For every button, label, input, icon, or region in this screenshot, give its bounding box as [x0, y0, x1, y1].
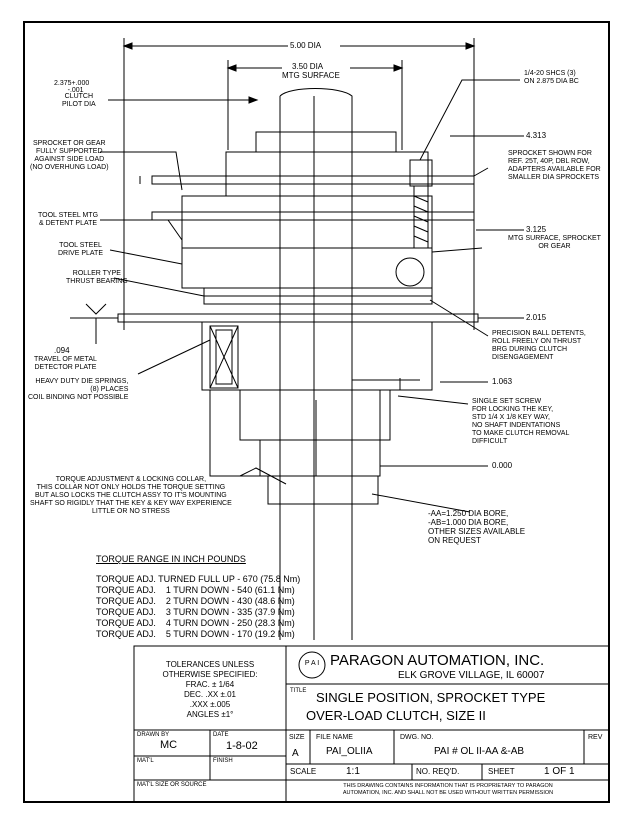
torque-row: TORQUE ADJ. 1 TURN DOWN - 540 (61.1 Nm) — [96, 585, 295, 595]
callout-shcs: 1/4-20 SHCS (3) ON 2.875 DIA BC — [524, 70, 579, 85]
drawn-by-label: DRAWN BY — [137, 732, 170, 738]
sheet-value: 1 OF 1 — [544, 766, 575, 777]
callout-torque-collar: TORQUE ADJUSTMENT & LOCKING COLLAR, THIS… — [30, 476, 232, 515]
rev-label: REV — [588, 734, 603, 741]
top-plate — [225, 151, 429, 197]
dim-4313: 4.313 — [526, 131, 547, 140]
shcs-screw — [409, 159, 433, 248]
date: 1-8-02 — [226, 740, 258, 752]
dimension-350-dia — [226, 60, 404, 150]
dim-0000: 0.000 — [492, 461, 513, 470]
callout-tool-steel-mtg: TOOL STEEL MTG & DETENT PLATE — [38, 212, 99, 227]
dim-2015: 2.015 — [526, 313, 547, 322]
sprocket-upper — [151, 175, 475, 185]
leaders — [85, 79, 520, 513]
callout-mtg-surface-sprocket: MTG SURFACE, SPROCKET OR GEAR — [508, 235, 601, 250]
spring-1 — [209, 325, 239, 389]
callout-ball-detents: PRECISION BALL DETENTS, ROLL FREELY ON T… — [492, 330, 586, 361]
ball-detent — [395, 257, 425, 287]
collar — [209, 389, 381, 477]
shaft-end — [267, 475, 379, 505]
torque-row: TORQUE ADJ. 4 TURN DOWN - 250 (28.3 Nm) — [96, 618, 295, 628]
callout-sprocket-gear: SPROCKET OR GEAR FULLY SUPPORTED AGAINST… — [30, 140, 109, 171]
torque-row: TORQUE ADJ. 5 TURN DOWN - 170 (19.2 Nm) — [96, 629, 295, 639]
callout-set-screw: SINGLE SET SCREW FOR LOCKING THE KEY, ST… — [472, 398, 570, 445]
torque-row: TORQUE ADJ. 3 TURN DOWN - 335 (37.9 Nm) — [96, 607, 295, 617]
date-label: DATE — [213, 732, 229, 738]
tolerances-block: TOLERANCES UNLESS OTHERWISE SPECIFIED: F… — [162, 660, 258, 719]
sprocket-lower — [151, 211, 475, 221]
torque-row: TORQUE ADJ. 2 TURN DOWN - 430 (48.6 Nm) — [96, 596, 295, 606]
matl-label: MAT'L — [137, 758, 154, 764]
sheet-label: SHEET — [488, 767, 515, 776]
size-value: A — [292, 748, 299, 759]
callout-roller-bearing: ROLLER TYPE THRUST BEARING — [66, 270, 128, 285]
title-block-lines — [133, 645, 610, 803]
scale-value: 1:1 — [346, 766, 360, 777]
callout-tool-steel-drive: TOOL STEEL DRIVE PLATE — [58, 242, 103, 257]
drawing-title-1: SINGLE POSITION, SPROCKET TYPE — [316, 690, 546, 705]
dim-1063: 1.063 — [492, 377, 513, 386]
dim-travel-value: .094 — [54, 346, 70, 355]
shaft — [279, 88, 353, 640]
logo-circle — [298, 651, 326, 679]
file-name-label: FILE NAME — [316, 734, 353, 741]
dim-travel-label: TRAVEL OF METAL DETECTOR PLATE — [34, 356, 97, 371]
dim-clutch-pilot-value: 2.375+.000 -.001 — [54, 80, 90, 94]
dim-5-dia: 5.00 DIA — [290, 41, 322, 50]
finish-label: FINISH — [213, 758, 233, 764]
title-label: TITLE — [290, 688, 307, 694]
matl-size-label: MAT'L SIZE OR SOURCE — [137, 782, 207, 788]
company-name: PARAGON AUTOMATION, INC. — [330, 652, 545, 669]
dim-mtg-surface: MTG SURFACE — [282, 71, 340, 80]
detent-plate — [181, 195, 433, 249]
dimension-5-dia — [122, 38, 476, 330]
proprietary-notice: THIS DRAWING CONTAINS INFORMATION THAT I… — [342, 783, 554, 796]
torque-title: TORQUE RANGE IN INCH POUNDS — [96, 554, 246, 564]
size-label: SIZE — [289, 734, 305, 741]
detector-plate — [117, 313, 479, 323]
lower-body — [239, 389, 391, 441]
dwg-no-label: DWG. NO. — [400, 734, 434, 741]
dim-3125: 3.125 — [526, 225, 547, 234]
logo-letters: P A I — [304, 660, 320, 667]
dim-350-dia: 3.50 DIA — [292, 62, 324, 71]
torque-row: TORQUE ADJ. TURNED FULL UP - 670 (75.8 N… — [96, 574, 301, 584]
dim-clutch-pilot-label: CLUTCH PILOT DIA — [62, 93, 96, 108]
scale-label: SCALE — [290, 767, 317, 776]
drive-plate — [181, 247, 433, 289]
callout-bore: -AA=1.250 DIA BORE, -AB=1.000 DIA BORE, … — [428, 509, 526, 545]
company-address: ELK GROVE VILLAGE, IL 60007 — [398, 670, 545, 681]
no-reqd-label: NO. REQ'D. — [416, 767, 460, 776]
pilot-plate — [255, 131, 397, 153]
file-name: PAI_OLIIA — [326, 746, 373, 757]
dwg-no: PAI # OL II-AA &-AB — [434, 746, 525, 757]
callout-sprocket-shown: SPROCKET SHOWN FOR REF. 25T, 40P, DBL RO… — [508, 150, 601, 181]
callout-die-springs: HEAVY DUTY DIE SPRINGS, (8) PLACES COIL … — [28, 378, 129, 401]
drawn-by: MC — [160, 739, 178, 751]
drawing-title-2: OVER-LOAD CLUTCH, SIZE II — [306, 708, 486, 723]
